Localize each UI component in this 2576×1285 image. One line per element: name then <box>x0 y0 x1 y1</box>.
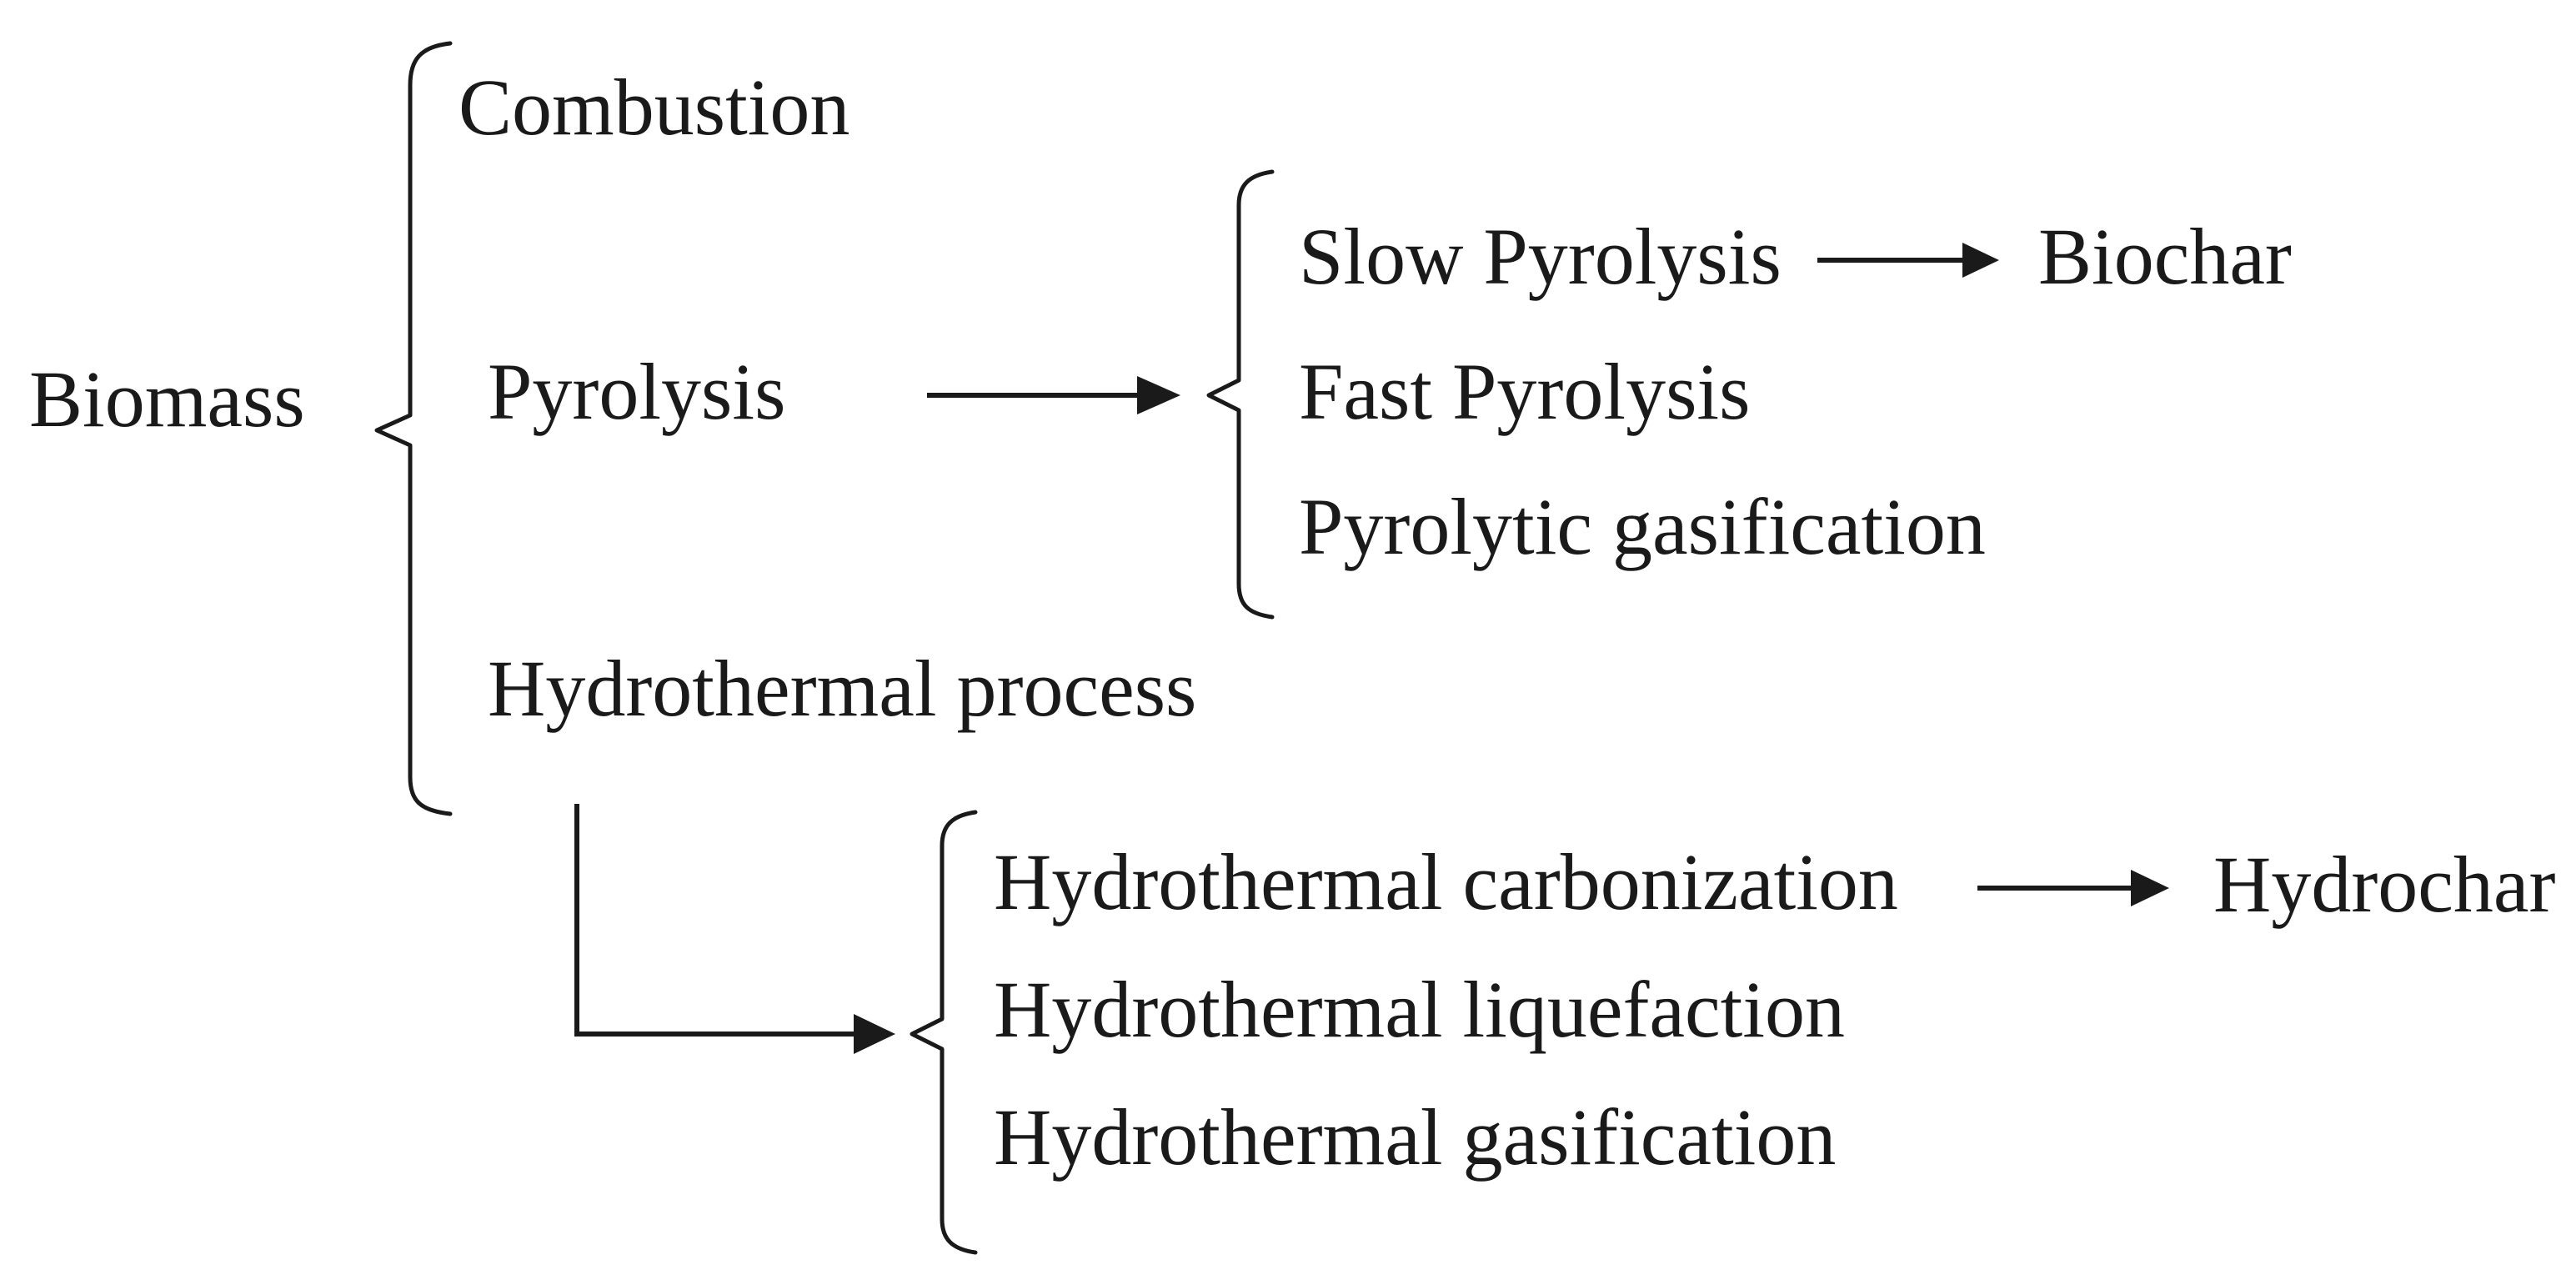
biomass-label: Biomass <box>29 354 305 444</box>
hydrothermal-liquefaction-label: Hydrothermal liquefaction <box>994 965 1845 1055</box>
combustion-label: Combustion <box>459 63 850 153</box>
pyrolytic-gasification-label: Pyrolytic gasification <box>1299 482 1986 572</box>
fast-pyrolysis-label: Fast Pyrolysis <box>1299 347 1751 437</box>
brace-level1 <box>374 41 453 816</box>
hydrochar-label: Hydrochar <box>2213 840 2556 930</box>
slow-pyrolysis-label: Slow Pyrolysis <box>1299 212 1782 302</box>
biochar-label: Biochar <box>2038 212 2292 302</box>
arrow-hydrothermal-elbow <box>574 804 895 1054</box>
pyrolysis-label: Pyrolysis <box>488 347 786 437</box>
brace-hydrothermal-subtypes <box>910 810 978 1255</box>
arrow-carbonization-to-hydrochar <box>1977 870 2169 906</box>
hydrothermal-carbonization-label: Hydrothermal carbonization <box>994 837 1898 927</box>
arrow-slow-pyrolysis-to-biochar <box>1817 243 1999 278</box>
arrow-pyrolysis-to-subtypes <box>927 376 1180 414</box>
hydrothermal-process-label: Hydrothermal process <box>488 644 1197 734</box>
hydrothermal-gasification-label: Hydrothermal gasification <box>994 1092 1837 1182</box>
brace-pyrolysis-subtypes <box>1206 169 1275 620</box>
